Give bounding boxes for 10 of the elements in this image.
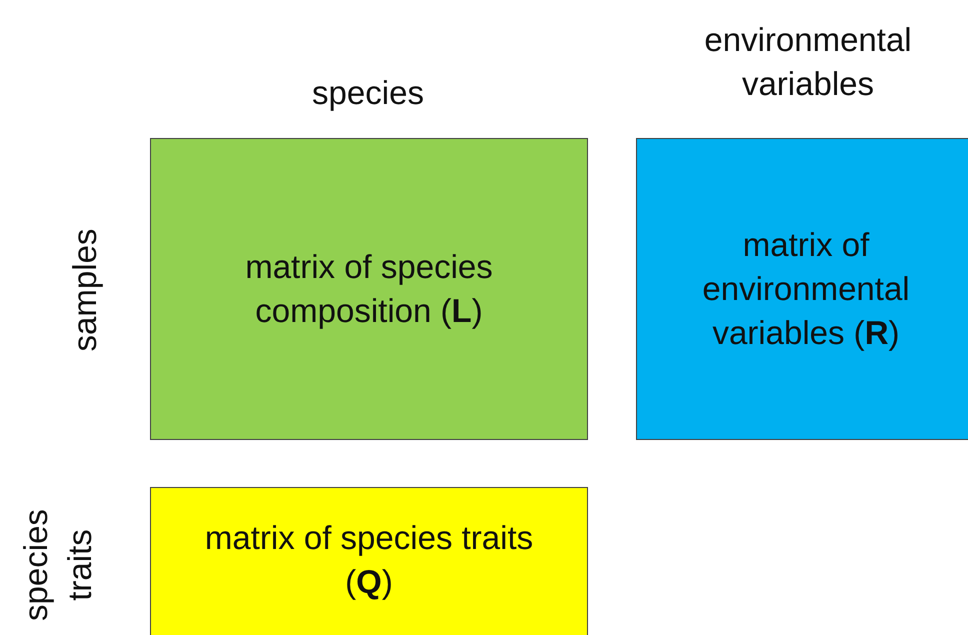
matrix-label: matrix of species traits (Q) [204, 518, 534, 602]
column-heading: species [311, 73, 425, 113]
matrix-box [150, 138, 588, 440]
matrix-label: matrix of environmental variables (R) [701, 225, 911, 353]
row-heading: samples [65, 228, 104, 354]
column-heading: environmental variables [703, 20, 913, 104]
row-heading: species traits [16, 508, 99, 623]
matrix-box [636, 138, 968, 440]
matrix-label: matrix of species composition (L) [244, 247, 494, 331]
matrix-box [150, 487, 588, 635]
